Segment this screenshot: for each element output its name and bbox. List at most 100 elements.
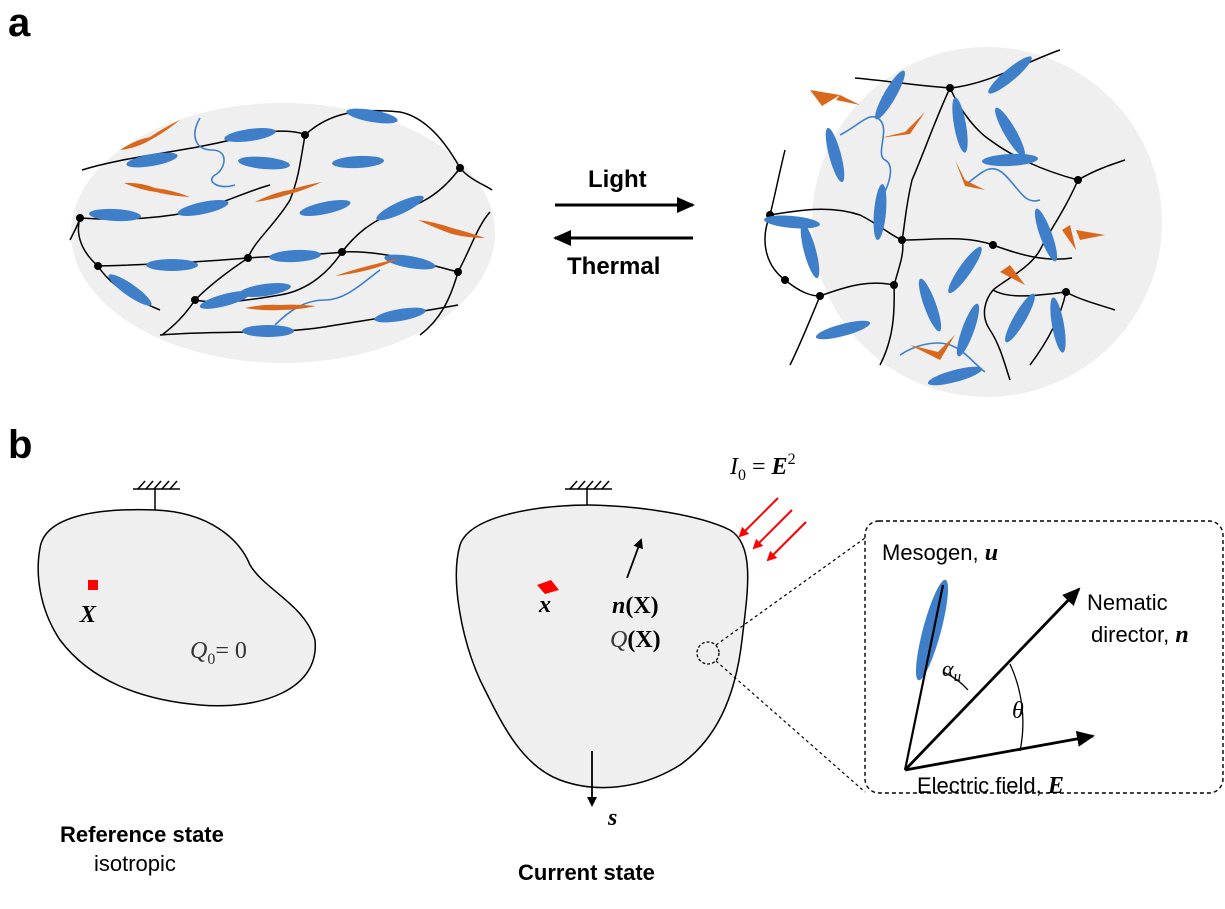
azobenzene-trans xyxy=(120,120,180,150)
mesogen-rod xyxy=(239,283,291,297)
mesogen-axis xyxy=(903,584,945,771)
mesogen-rod xyxy=(238,156,290,170)
mesogen-rod xyxy=(982,153,1038,167)
azobenzene-trans xyxy=(245,304,316,311)
current-caption-title: Current state xyxy=(518,860,655,885)
zoom-line-bottom xyxy=(715,660,866,793)
azobenzene-trans xyxy=(335,258,400,276)
disordered-lcn-network xyxy=(764,47,1162,397)
mesogen-rod xyxy=(952,97,968,153)
flexible-blue-chains-left xyxy=(194,117,381,326)
reference-point-label: X xyxy=(79,602,97,628)
light-label: Light xyxy=(588,166,647,193)
mesogen-rod xyxy=(988,56,1032,94)
mesogen-rod xyxy=(126,152,178,168)
mesogen-rod xyxy=(956,303,980,357)
mesogen-rod xyxy=(332,155,384,169)
mesogen-rod xyxy=(1005,293,1035,343)
current-q-arg: (X) xyxy=(627,627,660,653)
intensity-label: I0 = E2 xyxy=(729,451,796,484)
reaction-arrows: Light Thermal xyxy=(553,166,695,280)
theta-label: θ xyxy=(1012,698,1024,724)
current-fixed-support xyxy=(565,480,612,507)
mesogen-rod xyxy=(374,307,426,323)
order-sub: 0 xyxy=(207,651,215,668)
azobenzene-cis xyxy=(1062,225,1105,250)
thermal-label: Thermal xyxy=(567,253,660,280)
crosslinks-left xyxy=(76,131,464,304)
mesogen-rod xyxy=(376,195,424,221)
mesogen-rod xyxy=(1034,208,1058,262)
mesogen-label: Mesogen, u xyxy=(882,540,998,566)
azobenzene-cis xyxy=(1000,265,1025,285)
mesogen-rod xyxy=(346,108,398,124)
aligned-network-background xyxy=(71,103,495,363)
director-inset: Mesogen, u αu θ Nematic director, n Elec… xyxy=(864,520,1224,799)
azobenzene-cis xyxy=(955,160,985,190)
panel-label-b: b xyxy=(8,423,32,467)
mesogen-rod xyxy=(875,70,905,120)
mesogen-rod xyxy=(146,259,198,271)
mesogen-sym: u xyxy=(985,540,998,566)
mesogen-text: Mesogen, xyxy=(882,540,985,565)
reference-body-outline xyxy=(37,508,316,707)
mesogen-rod xyxy=(269,249,321,263)
reference-material-point xyxy=(88,580,98,590)
field-sym: E xyxy=(1047,773,1064,799)
zoom-circle xyxy=(696,641,720,665)
mesogen-rod xyxy=(242,325,294,337)
aligned-lcn-network xyxy=(69,103,495,363)
azobenzene-trans xyxy=(124,182,190,197)
current-body-outline xyxy=(455,504,749,789)
zoom-line-top xyxy=(715,537,866,646)
reference-caption-title: Reference state xyxy=(60,822,224,847)
mesogen-rod xyxy=(199,291,251,309)
mesogen-rod xyxy=(918,278,942,332)
reference-caption-sub: isotropic xyxy=(94,851,176,876)
intensity-exp: 2 xyxy=(788,451,796,468)
force-label: s xyxy=(607,805,617,831)
order-q: Q xyxy=(190,638,207,664)
director-sym: n xyxy=(1175,622,1188,648)
director-arg: (X) xyxy=(625,593,658,619)
panel-label-a: a xyxy=(8,1,31,45)
current-point-label: x xyxy=(538,592,551,618)
director-n: n xyxy=(612,593,625,619)
blue-mesogens-right xyxy=(764,56,1066,386)
trans-azobenzenes-left xyxy=(120,120,485,311)
current-material-point xyxy=(537,580,559,594)
mesogen-rod xyxy=(299,200,351,216)
mesogen-rod xyxy=(825,127,845,183)
incident-light-arrows xyxy=(738,497,807,562)
mesogen-rod xyxy=(948,246,982,294)
field-vector xyxy=(904,730,1095,772)
intensity-eq: = xyxy=(746,454,772,480)
theta-arc xyxy=(1009,663,1024,752)
mesogen-rod xyxy=(224,128,276,142)
mesogen-rod xyxy=(800,223,820,279)
mesogen-rod xyxy=(764,215,820,229)
azobenzene-trans xyxy=(418,220,485,238)
azobenzene-cis xyxy=(910,335,955,360)
current-state-body: x n(X) Q(X) s Current state I0 = E2 xyxy=(455,451,866,885)
mesogen-rod xyxy=(873,184,887,240)
director-label-line2: director, n xyxy=(1091,622,1189,648)
reference-state-body: X Q0= 0 Reference state isotropic xyxy=(37,480,316,876)
mesogen-rod xyxy=(177,200,229,216)
intensity-e: E xyxy=(771,454,788,480)
alpha-sub: u xyxy=(954,669,962,685)
reference-order-parameter: Q0= 0 xyxy=(190,638,247,668)
inset-frame xyxy=(864,520,1224,794)
director-label-line1: Nematic xyxy=(1087,590,1168,615)
mesogen-rod xyxy=(89,208,141,222)
reference-fixed-support xyxy=(133,480,180,512)
azobenzene-trans xyxy=(255,182,322,202)
mesogen-rod xyxy=(995,107,1025,157)
intensity-sub: 0 xyxy=(738,467,746,484)
director-field-label: n(X) xyxy=(612,593,659,619)
mesogen-rod xyxy=(927,366,983,386)
alpha-arc xyxy=(942,671,969,691)
director-vector xyxy=(903,587,1081,771)
current-q: Q xyxy=(610,627,627,653)
